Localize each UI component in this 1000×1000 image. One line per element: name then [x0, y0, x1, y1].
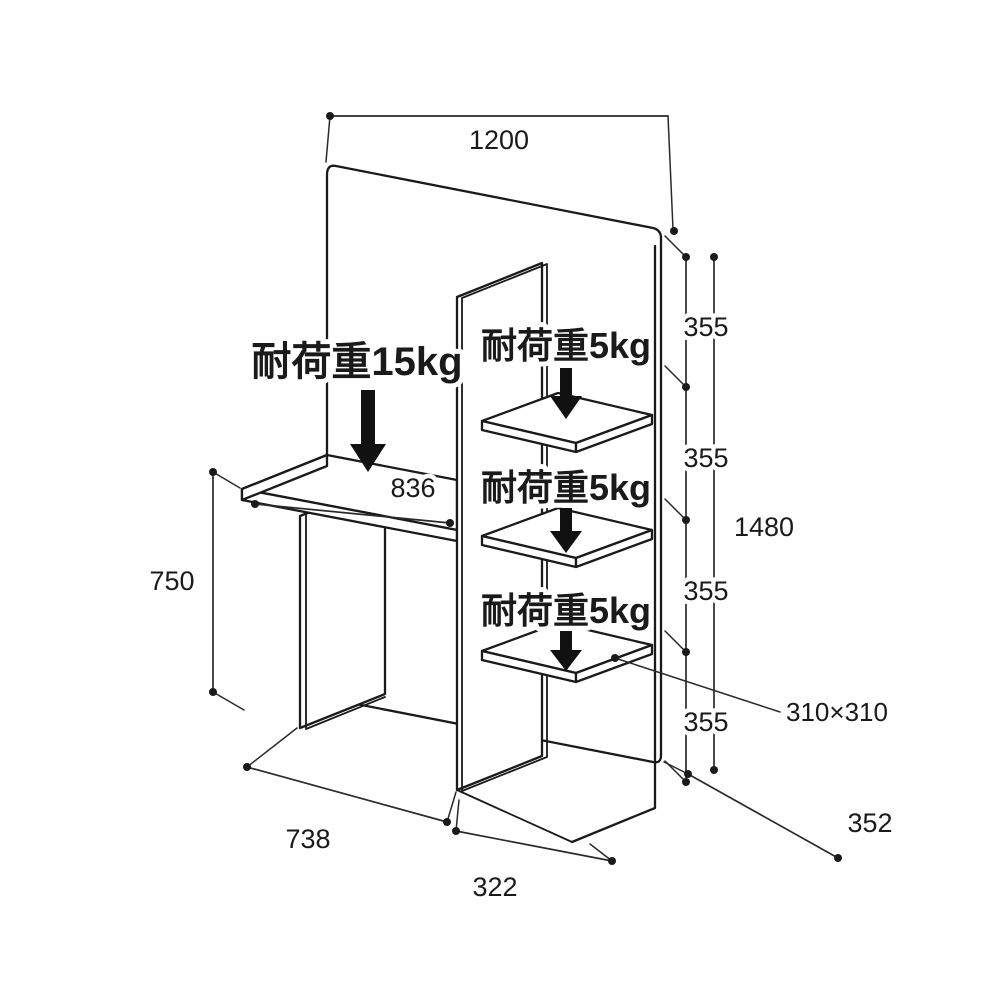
- load-desk-arrow-icon: [350, 390, 386, 472]
- right-side-panel: [570, 244, 657, 844]
- shelf-1: [480, 391, 654, 454]
- shelf-3: [480, 621, 654, 684]
- dim-desk-width-label: 836: [390, 473, 435, 503]
- dim-base-center-label: 322: [472, 872, 517, 902]
- center-divider-thickness: [461, 263, 548, 792]
- dim-spacing-4-label: 355: [683, 707, 728, 737]
- load-shelf1-arrow-icon: [550, 368, 582, 419]
- dim-top-width-label: 1200: [469, 125, 529, 155]
- dim-shelf-size-label: 310×310: [786, 697, 888, 727]
- load-shelf2-label: 耐荷重5kg: [481, 467, 651, 508]
- load-desk-label: 耐荷重15kg: [251, 340, 462, 384]
- load-shelf1-label: 耐荷重5kg: [481, 325, 651, 366]
- dim-base-left-label: 738: [285, 824, 330, 854]
- load-shelf3-arrow-icon: [550, 631, 582, 671]
- dim-desk-height-label: 750: [149, 566, 194, 596]
- dim-total-height-label: 1480: [734, 512, 794, 542]
- load-labels: 耐荷重15kg 耐荷重5kg 耐荷重5kg 耐荷重5kg: [246, 320, 656, 671]
- desk-support-thickness: [305, 513, 386, 730]
- dim-spacing-2-label: 355: [683, 443, 728, 473]
- desk-left-edge: [240, 453, 329, 502]
- dimension-labels: 1200 355 355 1480 355 355 836 750 738 32…: [145, 121, 897, 907]
- structure: [240, 164, 663, 844]
- base-front-edge: [456, 789, 573, 843]
- dim-spacing-3-label: 355: [683, 576, 728, 606]
- load-shelf3-label: 耐荷重5kg: [481, 590, 651, 631]
- load-shelf2-arrow-icon: [550, 508, 582, 553]
- dimension-lines: [209, 112, 842, 865]
- dim-base-depth-label: 352: [847, 808, 892, 838]
- dim-spacing-1-label: 355: [683, 312, 728, 342]
